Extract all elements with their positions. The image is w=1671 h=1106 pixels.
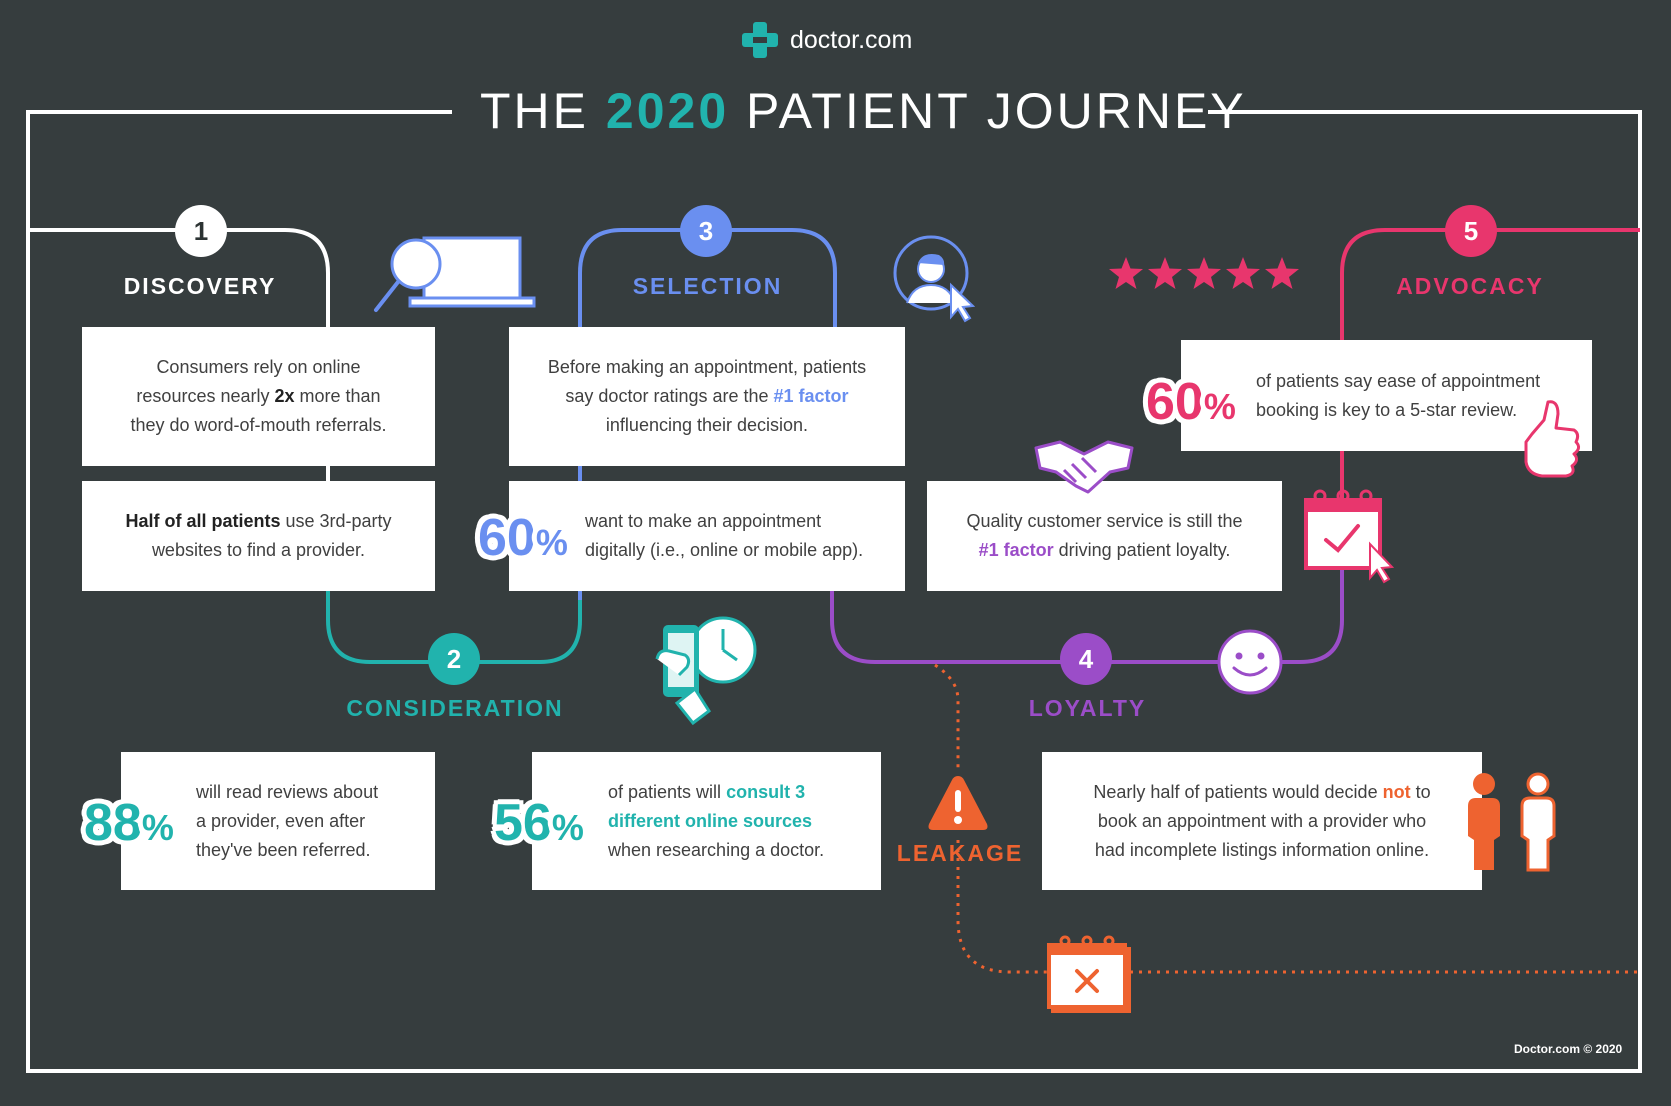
- five-stars-icon: [1109, 257, 1299, 289]
- card-loyalty-1: Quality customer service is still the #1…: [927, 481, 1282, 591]
- card-consideration-1: will read reviews about a provider, even…: [121, 752, 435, 890]
- stage-badge-loyalty: 4: [1060, 633, 1112, 685]
- card-selection-2: want to make an appointment digitally (i…: [509, 481, 905, 591]
- card-leakage-1: Nearly half of patients would decide not…: [1042, 752, 1482, 890]
- calendar-x-icon: [1047, 935, 1131, 1013]
- thumbs-up-icon: [1524, 400, 1581, 478]
- card-selection-1: Before making an appointment, patients s…: [509, 327, 905, 466]
- card-discovery-2: Half of all patients use 3rd-party websi…: [82, 481, 435, 591]
- stage-badge-consideration: 2: [428, 633, 480, 685]
- stage-label-discovery: DISCOVERY: [123, 273, 277, 299]
- stage-label-leakage: LEAKAGE: [896, 840, 1024, 866]
- logo: doctor.com: [740, 18, 912, 62]
- path-discovery: [28, 228, 330, 600]
- stage-label-selection: SELECTION: [632, 273, 783, 299]
- card-consideration-2: of patients will consult 3 different onl…: [532, 752, 881, 890]
- stage-badge-discovery: 1: [175, 205, 227, 257]
- calendar-check-icon: [1304, 489, 1395, 584]
- stage-label-advocacy: ADVOCACY: [1396, 273, 1544, 299]
- page-title: THE 2020 PATIENT JOURNEY: [480, 83, 1247, 139]
- stat-advocacy-60: 60%: [1146, 373, 1236, 431]
- copyright: Doctor.com © 2020: [1514, 1042, 1623, 1056]
- stage-badge-selection: 3: [680, 205, 732, 257]
- frame-border: [26, 110, 1642, 1073]
- doctor-avatar-cursor-icon: [893, 235, 975, 323]
- stage-label-loyalty: LOYALTY: [1028, 695, 1147, 721]
- stat-consideration-56: 56%: [494, 794, 584, 852]
- path-leakage: [934, 663, 1640, 974]
- logo-text: doctor.com: [790, 25, 913, 54]
- people-icon: [1468, 772, 1556, 872]
- smiley-icon: [1217, 629, 1283, 695]
- magnifier-laptop-icon: [374, 236, 536, 312]
- stage-badge-advocacy: 5: [1445, 205, 1497, 257]
- path-advocacy: [1340, 228, 1640, 560]
- warning-icon: [928, 776, 988, 830]
- stat-selection-60: 60%: [478, 509, 568, 567]
- stage-label-consideration: CONSIDERATION: [346, 695, 564, 721]
- card-discovery-1: Consumers rely on online resources nearl…: [82, 327, 435, 466]
- card-advocacy-1: of patients say ease of appointment book…: [1181, 340, 1592, 451]
- stat-consideration-88: 88%: [84, 794, 174, 852]
- logo-cross-icon: [742, 22, 778, 58]
- phone-clock-icon: [655, 616, 757, 726]
- handshake-icon: [1034, 440, 1134, 494]
